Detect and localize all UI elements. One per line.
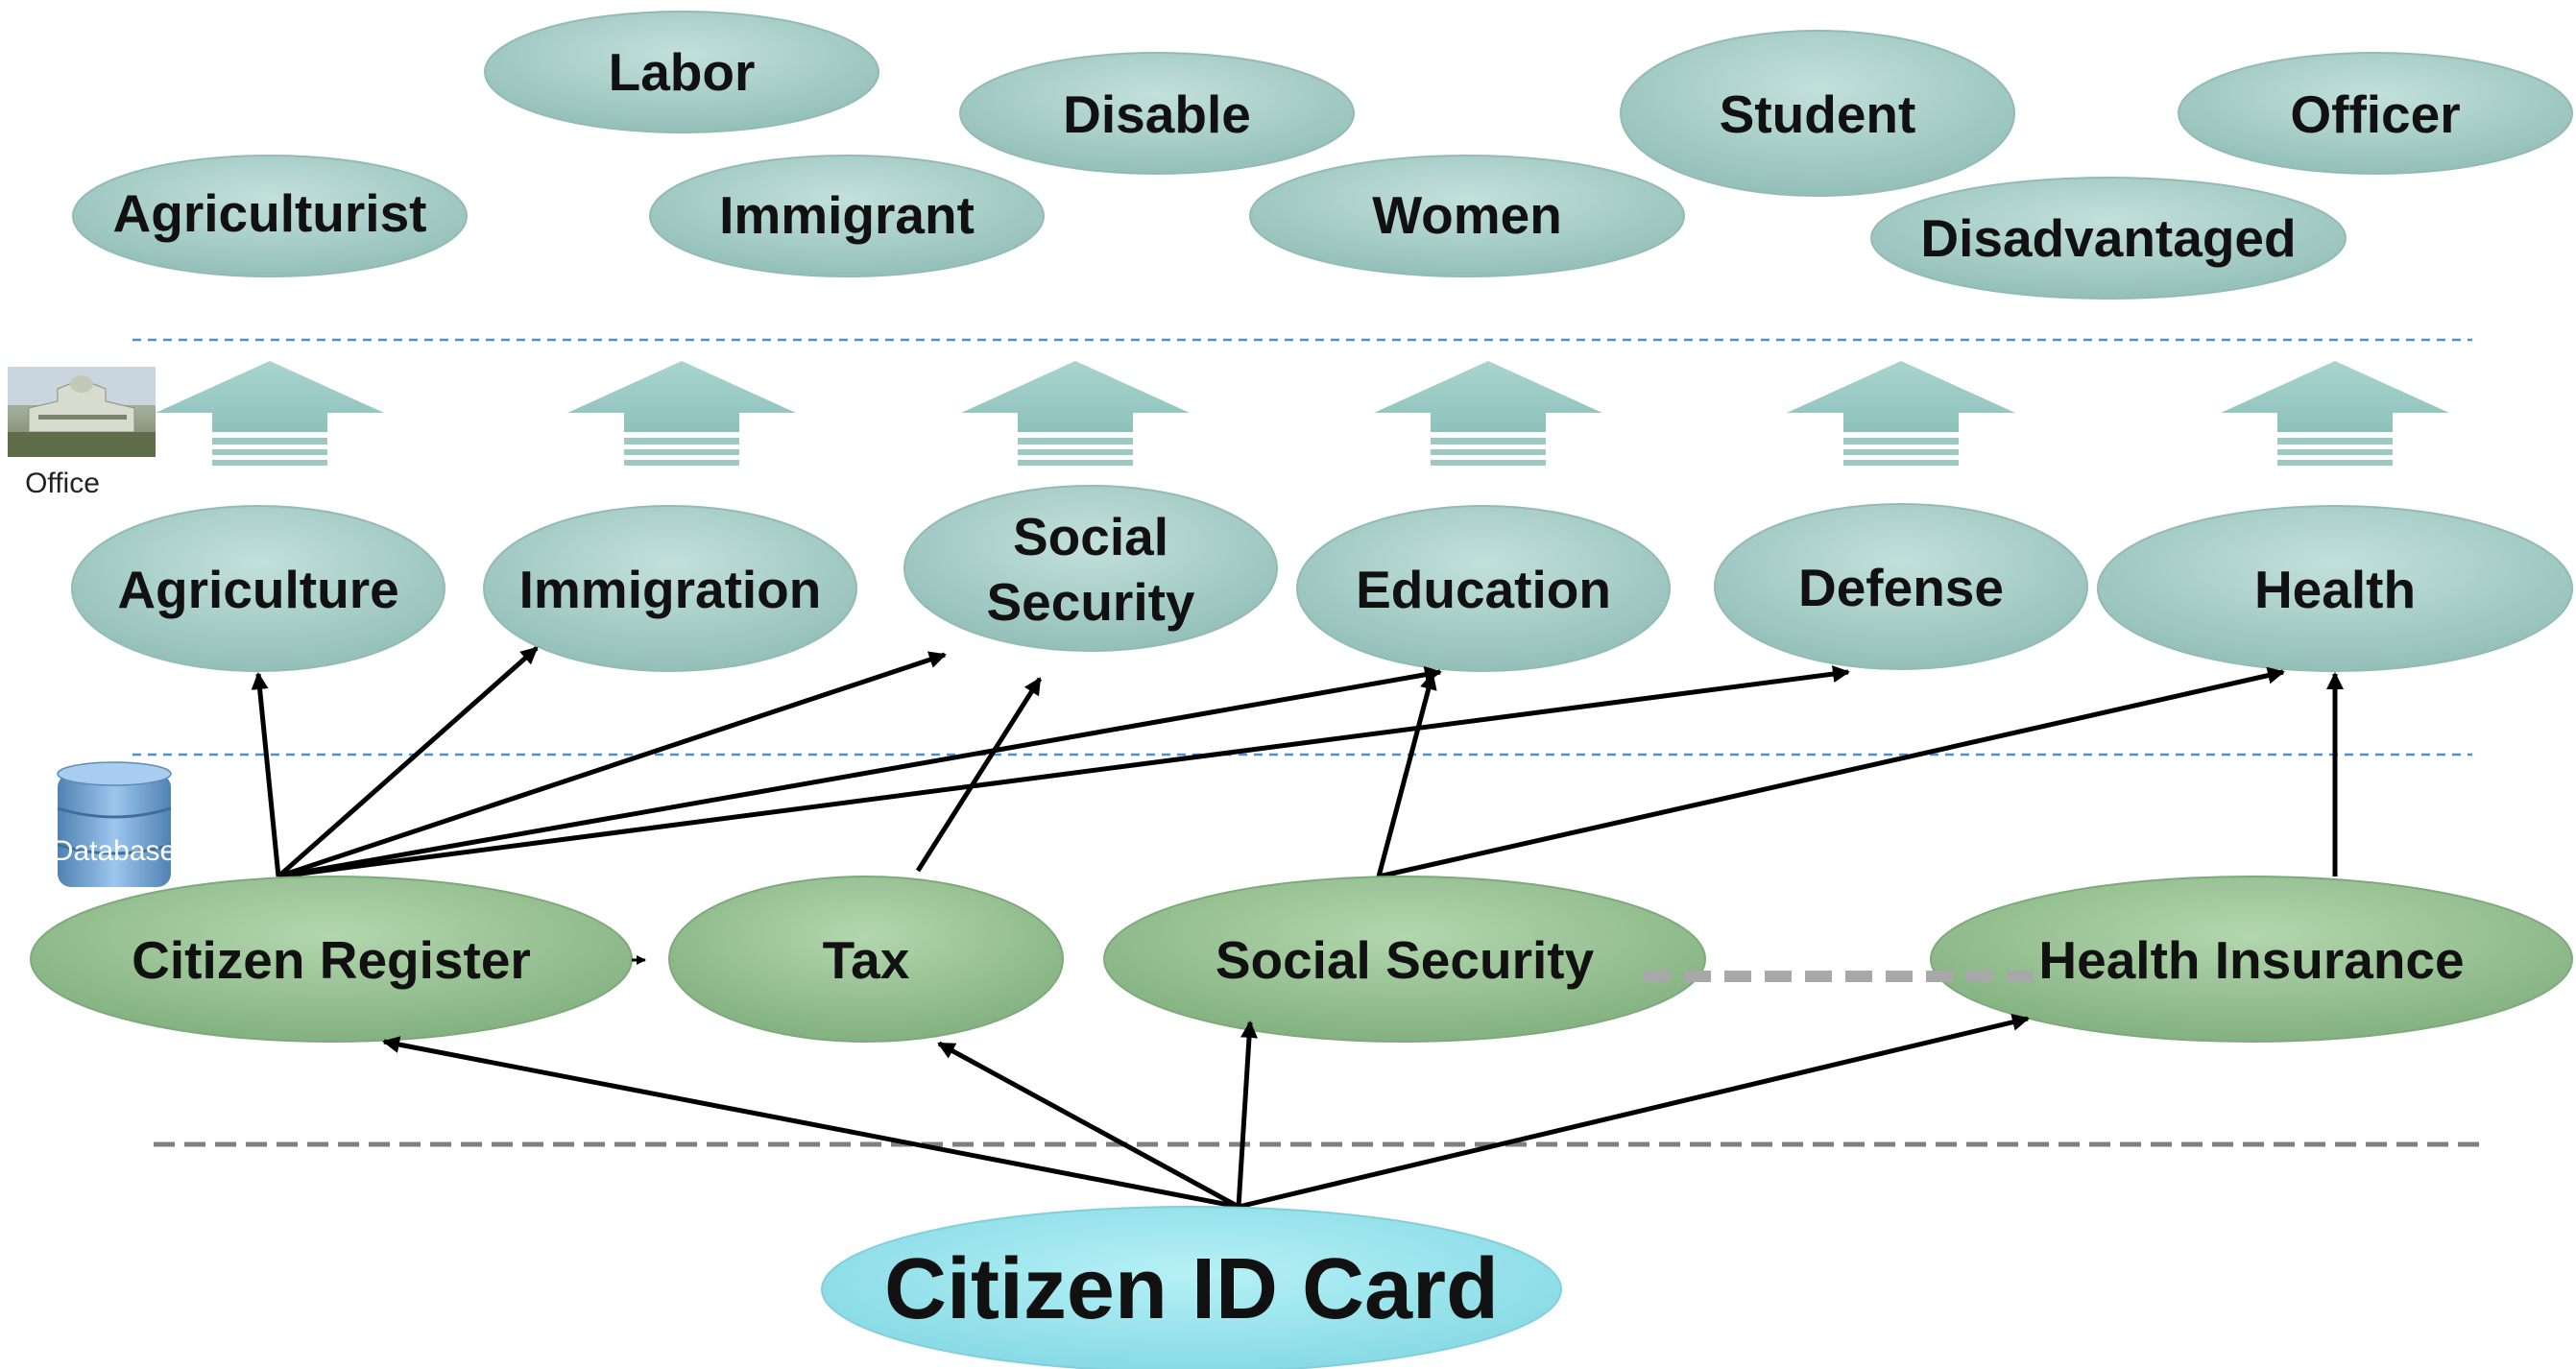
group-officer-label: Officer <box>2290 84 2460 144</box>
arrow-socsec-education <box>1376 672 1437 877</box>
id-card-arrows <box>382 1013 2030 1210</box>
office-agriculture[interactable]: Agriculture <box>71 505 445 672</box>
arrow-socsec-health <box>1378 666 2285 879</box>
office-health-label: Health <box>2254 560 2416 619</box>
office-health[interactable]: Health <box>2097 505 2573 672</box>
up-arrow <box>1787 361 2015 466</box>
group-officer[interactable]: Officer <box>2178 52 2573 175</box>
group-agriculturist-label: Agriculturist <box>113 183 427 243</box>
group-immigrant[interactable]: Immigrant <box>649 155 1045 277</box>
arrow-card-register <box>382 1036 1240 1210</box>
up-arrow <box>567 361 796 466</box>
arrow-card-social-security <box>1236 1021 1258 1208</box>
arrow-register-immigration <box>277 646 539 878</box>
arrow-register-education <box>277 665 1442 879</box>
db-social-security[interactable]: Social Security <box>1103 876 1706 1043</box>
group-disadvantaged[interactable]: Disadvantaged <box>1870 177 2347 300</box>
db-citizen-register-label: Citizen Register <box>132 930 531 990</box>
arrow-register-defense <box>277 665 1850 879</box>
arrow-register-agriculture <box>251 672 281 877</box>
group-agriculturist[interactable]: Agriculturist <box>72 155 468 277</box>
arrow-card-insurance <box>1238 1013 2030 1210</box>
group-women[interactable]: Women <box>1249 155 1685 277</box>
arrow-tax-social-security <box>915 677 1043 873</box>
arrow-card-tax <box>937 1041 1240 1210</box>
office-building-icon <box>8 367 156 457</box>
office-social-security[interactable]: Social Security <box>903 485 1278 652</box>
office-agriculture-label: Agriculture <box>117 560 398 619</box>
citizen-id-card[interactable]: Citizen ID Card <box>821 1206 1562 1369</box>
db-social-security-label: Social Security <box>1216 930 1595 990</box>
db-citizen-register[interactable]: Citizen Register <box>30 876 633 1043</box>
office-social-security-label-line1: Social <box>1013 507 1168 566</box>
db-health-insurance-label: Health Insurance <box>2038 930 2464 990</box>
office-defense-label: Defense <box>1798 558 2004 617</box>
up-arrow <box>156 361 384 466</box>
group-disable[interactable]: Disable <box>959 52 1355 175</box>
group-immigrant-label: Immigrant <box>719 185 975 245</box>
group-labor[interactable]: Labor <box>484 11 879 133</box>
group-student-label: Student <box>1720 84 1916 144</box>
group-disadvantaged-label: Disadvantaged <box>1920 208 2296 268</box>
up-arrow <box>2221 361 2449 466</box>
arrow-register-social-security <box>277 651 947 879</box>
up-arrow <box>961 361 1190 466</box>
office-label: Office <box>25 468 100 499</box>
db-health-insurance[interactable]: Health Insurance <box>1930 876 2573 1043</box>
connection-arrows <box>251 646 2344 879</box>
database-label: Database <box>53 835 176 867</box>
citizen-id-card-label: Citizen ID Card <box>884 1241 1499 1337</box>
office-immigration-label: Immigration <box>519 560 822 619</box>
office-immigration[interactable]: Immigration <box>483 505 857 672</box>
up-arrow <box>1374 361 1602 466</box>
office-defense[interactable]: Defense <box>1714 503 2088 670</box>
group-women-label: Women <box>1372 185 1562 245</box>
office-education[interactable]: Education <box>1296 505 1671 672</box>
db-tax[interactable]: Tax <box>668 876 1064 1043</box>
db-tax-label: Tax <box>823 930 910 990</box>
office-education-label: Education <box>1356 560 1611 619</box>
office-social-security-label-line2: Security <box>986 572 1194 632</box>
group-labor-label: Labor <box>609 42 756 102</box>
group-student[interactable]: Student <box>1620 30 2015 197</box>
database-icon <box>57 761 172 887</box>
group-disable-label: Disable <box>1063 84 1251 144</box>
